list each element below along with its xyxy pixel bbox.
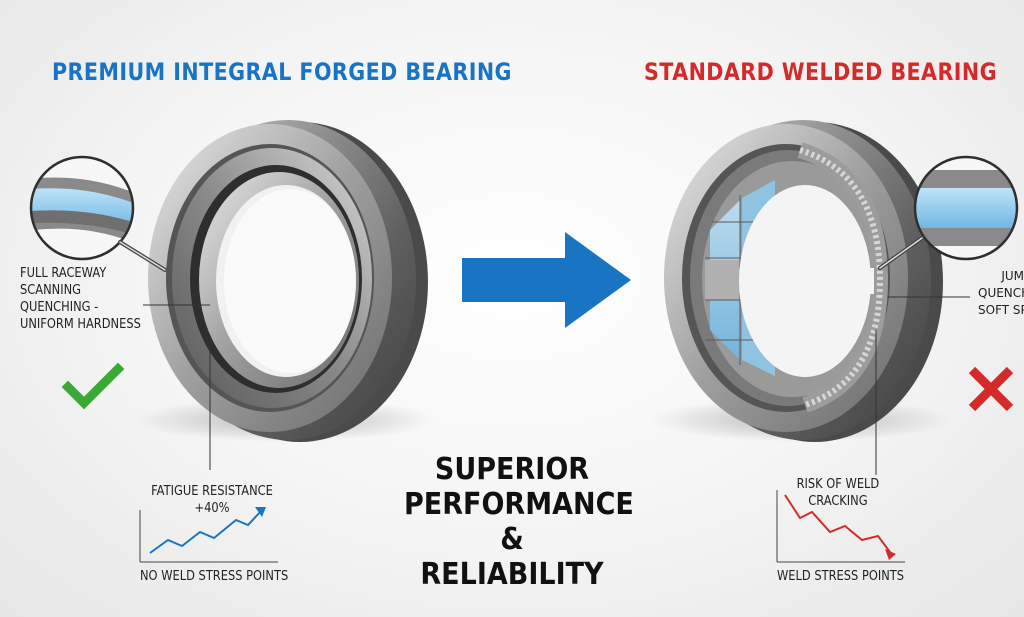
tagline-line: PERFORMANCE & [404, 487, 634, 557]
welded-raceway-zoom [878, 155, 1019, 270]
welded-trend-caption: WELD STRESS POINTS [777, 569, 905, 584]
check-icon [61, 362, 125, 410]
weld-cracking-risk: RISK OF WELD CRACKING [786, 476, 890, 510]
forged-bearing-illustration [135, 120, 435, 442]
cross-icon [968, 366, 1014, 412]
metric-label: FATIGUE RESISTANCE [151, 484, 273, 499]
welded-raceway-callout: JUM QUENCH SOFT SP [978, 268, 1024, 319]
tagline-line: SUPERIOR [434, 452, 590, 487]
callout-line: QUENCHING - [20, 300, 99, 315]
callout-line: SCANNING [20, 283, 81, 298]
performance-tagline: SUPERIOR PERFORMANCE & RELIABILITY [404, 452, 634, 592]
fatigue-resistance-metric: FATIGUE RESISTANCE +40% [146, 483, 278, 517]
callout-line: QUENCH [978, 286, 1024, 300]
welded-bearing-title: STANDARD WELDED BEARING [644, 58, 997, 86]
forged-raceway-zoom [29, 155, 167, 272]
metric-value: +40% [194, 501, 230, 516]
weld-risk-trend-chart [776, 490, 905, 563]
arrow-right-icon [462, 232, 631, 328]
forged-trend-caption: NO WELD STRESS POINTS [140, 569, 289, 584]
callout-line: FULL RACEWAY [20, 266, 107, 281]
tagline-line: RELIABILITY [420, 557, 604, 592]
forged-raceway-callout: FULL RACEWAY SCANNING QUENCHING - UNIFOR… [20, 265, 141, 333]
forged-bearing-title: PREMIUM INTEGRAL FORGED BEARING [52, 58, 512, 86]
welded-bearing-illustration [650, 120, 950, 442]
callout-line: SOFT SP [978, 303, 1024, 317]
risk-line: RISK OF WELD [796, 477, 880, 492]
fatigue-trend-chart [139, 507, 278, 563]
callout-line: UNIFORM HARDNESS [20, 317, 141, 332]
risk-line: CRACKING [808, 494, 868, 509]
callout-line: JUM [1001, 269, 1024, 283]
